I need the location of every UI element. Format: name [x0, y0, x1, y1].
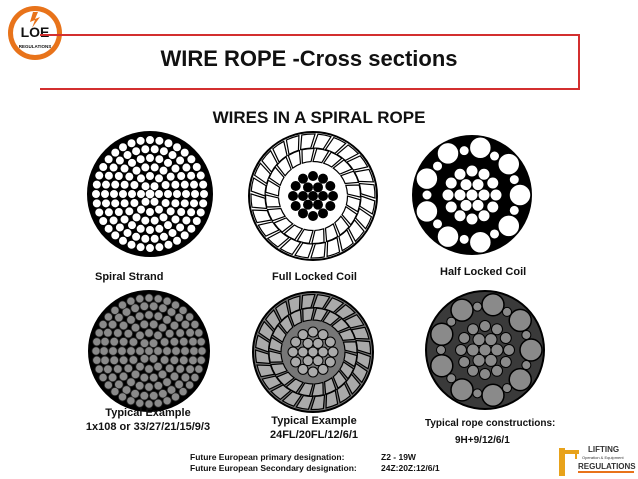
secondary-designation-value: 24Z:20Z:12/6/1	[381, 463, 440, 473]
lifting-regulations-logo: LIFTING Operation & Equipment REGULATION…	[559, 445, 636, 476]
brand-line-2: Operation & Equipment	[582, 455, 624, 460]
logo-text: LOE	[21, 24, 50, 40]
page-title: WIRE ROPE -Cross sections	[160, 46, 458, 71]
typical-example-1-caption: Typical Example 1x108 or 33/27/21/15/9/3	[63, 406, 233, 434]
title-frame: WIRE ROPE -Cross sections	[40, 34, 580, 90]
primary-designation-label: Future European primary designation:	[190, 452, 345, 462]
primary-designation-value: Z2 - 19W	[381, 452, 416, 462]
typical-example-2-cross-section	[252, 291, 374, 413]
full-locked-coil-label: Full Locked Coil	[272, 271, 357, 283]
brand-line-1: LIFTING	[588, 445, 619, 454]
section-subtitle: WIRES IN A SPIRAL ROPE	[212, 108, 426, 127]
lightbulb-logo: LOE REGULATIONS	[8, 6, 62, 60]
typical-rope-constructions-label: Typical rope constructions:	[425, 418, 556, 429]
typical-example-2-construction: 24FL/20FL/12/6/1	[269, 429, 359, 441]
brand-line-3: REGULATIONS	[578, 462, 636, 471]
full-locked-coil-cross-section	[248, 131, 378, 261]
half-locked-coil-cross-section	[412, 135, 532, 255]
typical-example-2-caption: Typical Example 24FL/20FL/12/6/1	[246, 414, 382, 442]
typical-example-1-title: Typical Example	[105, 407, 191, 419]
typical-example-2-title: Typical Example	[271, 415, 357, 427]
typical-rope-construction-cross-section	[425, 290, 545, 410]
typical-example-1-construction: 1x108 or 33/27/21/15/9/3	[85, 421, 211, 433]
typical-rope-constructions-value: 9H+9/12/6/1	[455, 435, 510, 446]
spiral-strand-label: Spiral Strand	[95, 271, 164, 283]
typical-example-1-cross-section	[88, 290, 210, 412]
secondary-designation-label: Future European Secondary designation:	[190, 463, 357, 473]
logo-subtext: REGULATIONS	[19, 44, 51, 49]
half-locked-coil-label: Half Locked Coil	[440, 266, 527, 278]
spiral-strand-cross-section	[87, 131, 213, 257]
